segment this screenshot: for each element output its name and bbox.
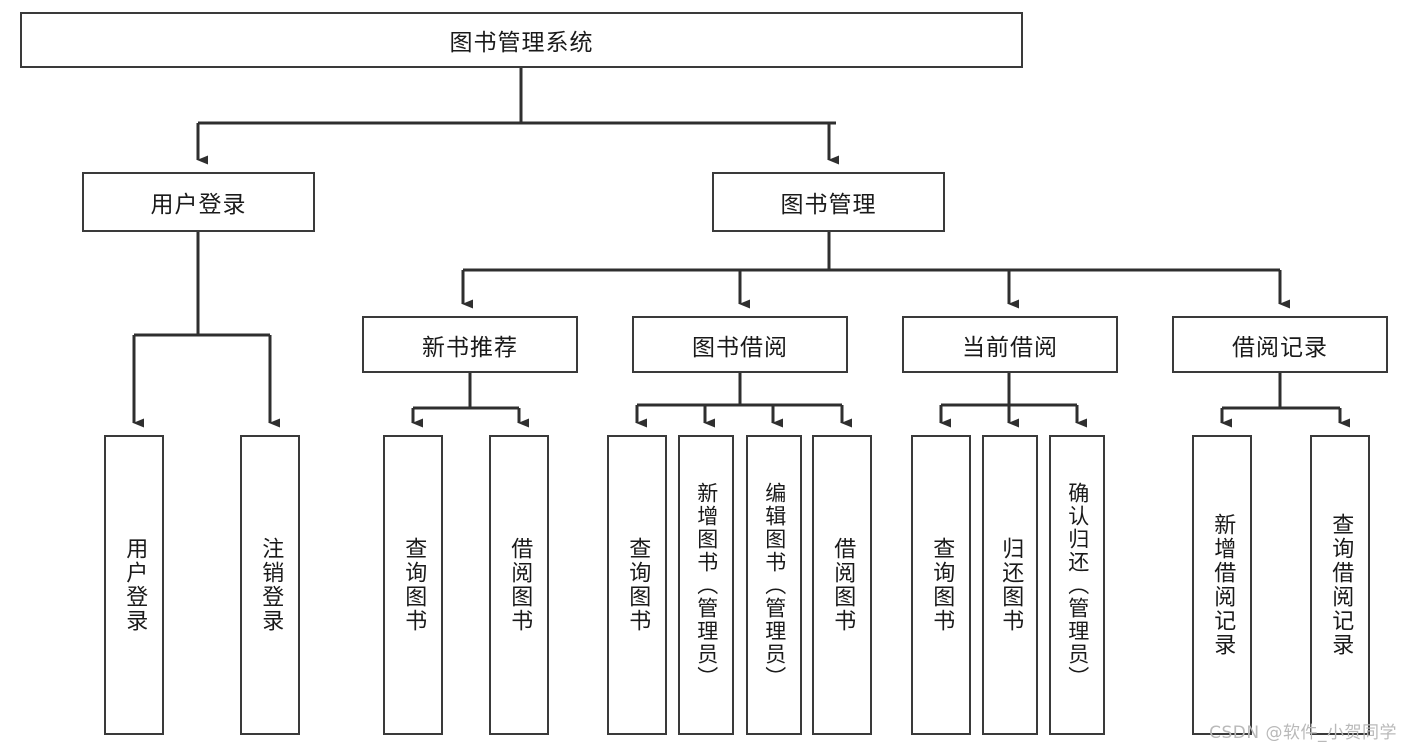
node-label: 新书推荐 <box>422 334 518 361</box>
node-label: 确认归还（管理员） <box>1065 481 1090 689</box>
node-label: 图书借阅 <box>692 334 788 361</box>
node-label: 借阅记录 <box>1232 334 1328 361</box>
node-book-borrow[interactable]: 图书借阅 <box>632 316 848 373</box>
node-label: 图书管理系统 <box>449 30 594 56</box>
leaf-current-return-book[interactable]: 归还图书 <box>982 435 1038 735</box>
node-label: 查询图书 <box>929 537 955 633</box>
node-label: 查询图书 <box>401 537 427 633</box>
leaf-borrow-add-book-admin[interactable]: 新增图书（管理员） <box>678 435 734 735</box>
node-current-borrow[interactable]: 当前借阅 <box>902 316 1118 373</box>
node-book-management[interactable]: 图书管理 <box>712 172 945 232</box>
leaf-recommend-query-book[interactable]: 查询图书 <box>383 435 443 735</box>
node-label: 查询图书 <box>625 537 651 633</box>
node-label: 图书管理 <box>780 192 877 218</box>
leaf-borrow-edit-book-admin[interactable]: 编辑图书（管理员） <box>746 435 802 735</box>
leaf-recommend-borrow-book[interactable]: 借阅图书 <box>489 435 549 735</box>
node-root-system[interactable]: 图书管理系统 <box>20 12 1023 68</box>
node-label: 新增图书（管理员） <box>694 481 719 689</box>
leaf-current-query-book[interactable]: 查询图书 <box>911 435 971 735</box>
leaf-record-query-record[interactable]: 查询借阅记录 <box>1310 435 1370 735</box>
csdn-watermark: CSDN @软件_小贺同学 <box>1209 723 1397 743</box>
leaf-user-login-signin[interactable]: 用户登录 <box>104 435 164 735</box>
leaf-record-add-record[interactable]: 新增借阅记录 <box>1192 435 1252 735</box>
node-label: 当前借阅 <box>962 334 1058 361</box>
leaf-user-login-signout[interactable]: 注销登录 <box>240 435 300 735</box>
node-label: 用户登录 <box>150 192 247 218</box>
node-label: 借阅图书 <box>830 537 856 633</box>
node-label: 编辑图书（管理员） <box>762 481 787 689</box>
node-user-login[interactable]: 用户登录 <box>82 172 315 232</box>
leaf-borrow-borrow-book[interactable]: 借阅图书 <box>812 435 872 735</box>
node-label: 归还图书 <box>998 537 1024 633</box>
node-borrow-record[interactable]: 借阅记录 <box>1172 316 1388 373</box>
node-label: 注销登录 <box>258 537 284 633</box>
node-new-book-recommend[interactable]: 新书推荐 <box>362 316 578 373</box>
leaf-current-confirm-return-admin[interactable]: 确认归还（管理员） <box>1049 435 1105 735</box>
node-label: 新增借阅记录 <box>1210 513 1236 657</box>
node-label: 查询借阅记录 <box>1328 513 1354 657</box>
node-label: 用户登录 <box>122 537 148 633</box>
node-label: 借阅图书 <box>507 537 533 633</box>
leaf-borrow-query-book[interactable]: 查询图书 <box>607 435 667 735</box>
